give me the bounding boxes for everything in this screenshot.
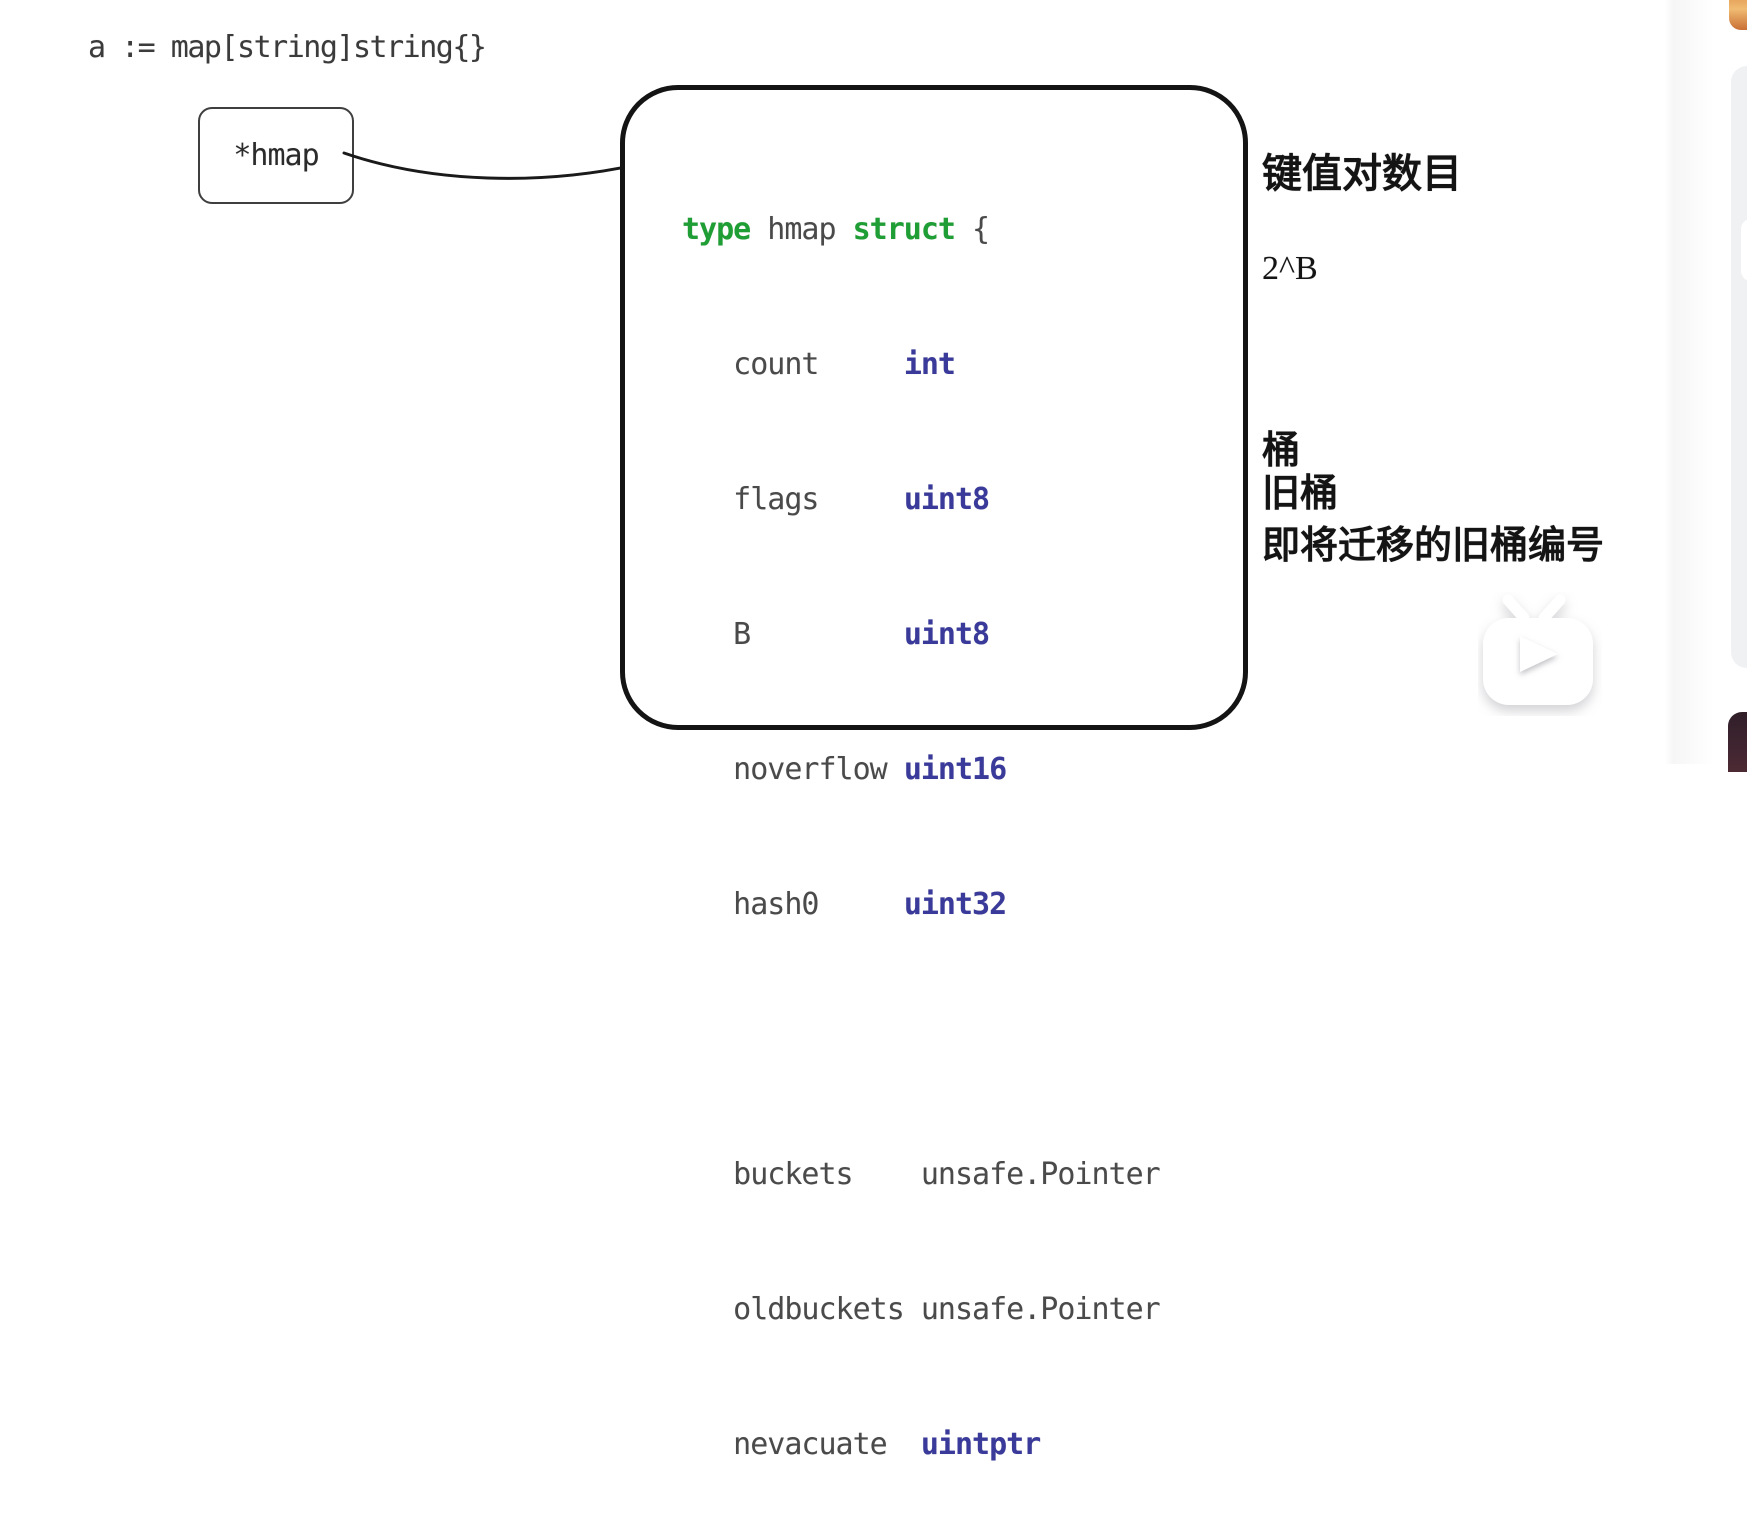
- content-edge-shadow: [1666, 0, 1730, 764]
- map-declaration-text: a := map[string]string{}: [88, 30, 487, 65]
- code-line-hash0: hash0 uint32: [682, 887, 1007, 922]
- code-line-buckets: buckets unsafe.Pointer: [682, 1157, 1161, 1192]
- code-line-flags: flags uint8: [682, 482, 990, 517]
- annotation-buckets: 桶: [1262, 430, 1301, 472]
- sidebar-thumbnail-dark[interactable]: [1728, 712, 1747, 772]
- code-line-count: count int: [682, 347, 956, 382]
- code-line-blank-1: [682, 1017, 1160, 1062]
- sidebar-scrollbar-thumb[interactable]: [1741, 219, 1747, 281]
- hmap-pointer-box: *hmap: [198, 107, 354, 204]
- annotation-b: 2^B: [1262, 250, 1318, 287]
- code-line-type-decl: type hmap struct {: [682, 212, 990, 247]
- code-line-B: B uint8: [682, 617, 990, 652]
- code-line-noverflow: noverflow uint16: [682, 752, 1007, 787]
- code-line-oldbuckets: oldbuckets unsafe.Pointer: [682, 1292, 1161, 1327]
- annotation-oldbuckets: 旧桶: [1262, 473, 1339, 515]
- hmap-pointer-label: *hmap: [233, 138, 319, 173]
- hmap-struct-code: type hmap struct { count int flags uint8…: [682, 117, 1161, 1528]
- pointer-arrow: [342, 151, 671, 180]
- hmap-struct-box: [620, 85, 1248, 730]
- annotation-count: 键值对数目: [1262, 151, 1462, 196]
- sidebar-card-panel[interactable]: [1731, 66, 1747, 668]
- code-line-nevacuate: nevacuate uintptr: [682, 1427, 1041, 1462]
- bilibili-tv-play-icon: [1483, 594, 1593, 705]
- sidebar-thumbnail-orange[interactable]: [1729, 0, 1747, 30]
- annotation-nevacuate: 即将迁移的旧桶编号: [1262, 525, 1605, 567]
